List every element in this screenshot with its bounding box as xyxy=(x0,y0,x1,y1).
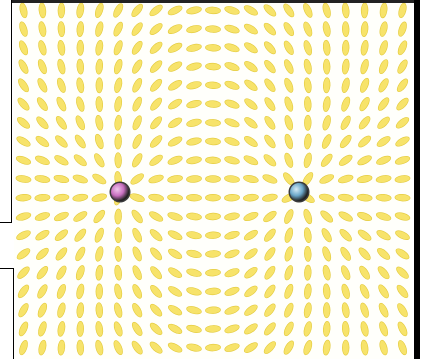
negative-charge[interactable] xyxy=(289,182,310,203)
side-panel-lower xyxy=(0,268,14,359)
field-vector xyxy=(186,194,201,201)
field-vector xyxy=(77,40,84,55)
electric-field-canvas[interactable] xyxy=(14,3,412,359)
positive-charge-body[interactable] xyxy=(111,183,129,201)
field-vector xyxy=(205,175,220,182)
field-vector xyxy=(58,3,65,18)
field-vector xyxy=(205,213,220,220)
field-vector xyxy=(77,321,84,336)
field-vector xyxy=(342,340,349,355)
field-vector xyxy=(323,303,330,318)
electric-field-area[interactable] xyxy=(14,3,412,359)
field-vector xyxy=(205,194,220,201)
field-vector xyxy=(96,284,103,299)
field-vector xyxy=(361,3,368,18)
side-panel-upper xyxy=(0,0,12,223)
field-vector xyxy=(323,59,330,74)
negative-charge-body[interactable] xyxy=(290,183,308,201)
field-vector xyxy=(342,21,349,36)
field-vector xyxy=(115,153,122,168)
right-margin xyxy=(420,0,426,359)
field-vector xyxy=(115,228,122,243)
field-vector xyxy=(96,78,103,93)
field-vector xyxy=(304,115,311,130)
positive-charge[interactable] xyxy=(110,182,131,203)
